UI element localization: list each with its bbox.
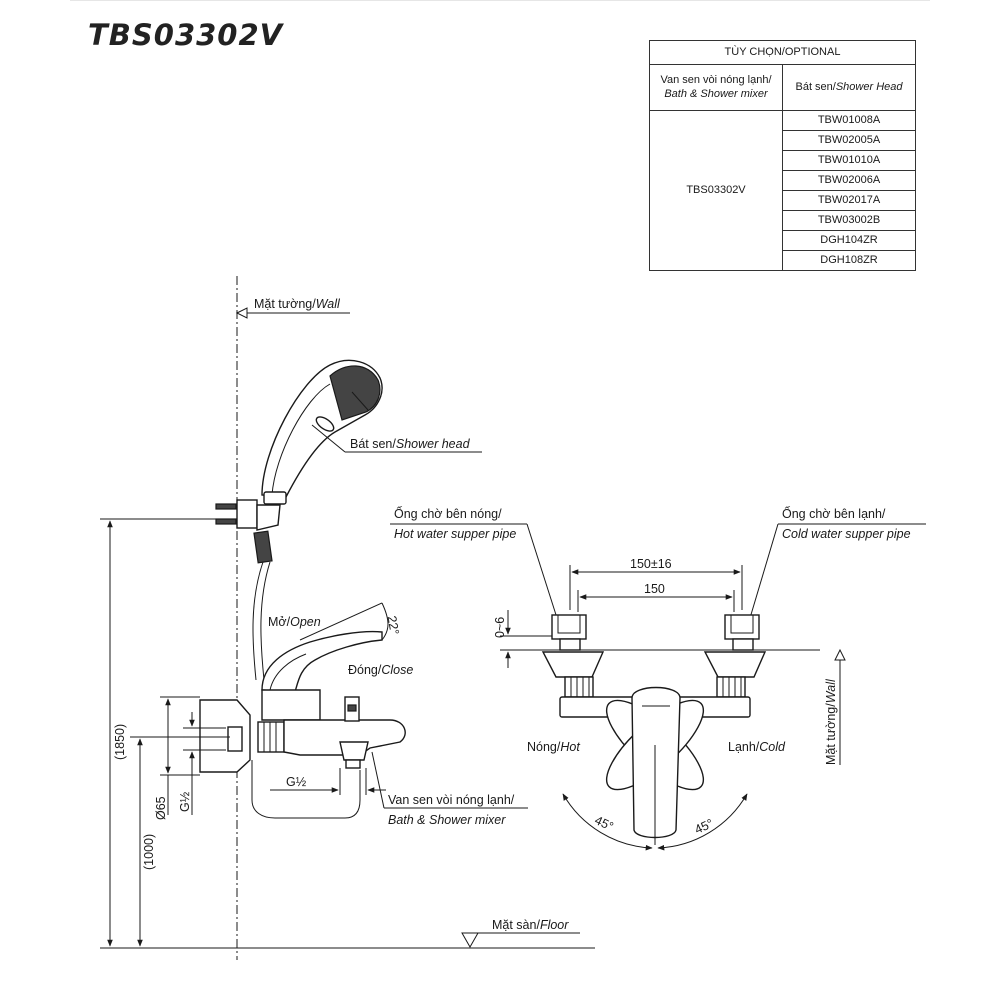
cold-pipe-label: Ống chờ bên lạnh/ Cold water supper pipe	[749, 506, 926, 619]
dim-0-6: 0~6	[493, 610, 820, 668]
hot-supply-pipe	[551, 614, 587, 651]
hot-nut	[564, 676, 594, 698]
cold-nut	[716, 676, 746, 698]
cold-escutcheon	[703, 651, 767, 678]
dim-d65: Ø65	[154, 696, 200, 820]
svg-text:Ø65: Ø65	[154, 796, 168, 820]
dim-150-tol: 150±16	[569, 557, 743, 610]
svg-text:Ống chờ bên lạnh/: Ống chờ bên lạnh/	[782, 506, 886, 521]
dim-g12-horizontal: G½	[270, 768, 386, 795]
svg-text:45°: 45°	[692, 816, 715, 837]
shower-head-model: DGH108ZR	[782, 250, 916, 271]
dim-1000: (1000)	[130, 736, 230, 947]
shower-head-model: TBW02017A	[782, 190, 916, 211]
svg-text:Mặt sàn/Floor: Mặt sàn/Floor	[492, 918, 569, 932]
svg-text:G½: G½	[178, 791, 192, 812]
open-label: Mở/Open	[268, 615, 321, 629]
shower-head-model: TBW02006A	[782, 170, 916, 191]
svg-text:Mặt tường/Wall: Mặt tường/Wall	[254, 297, 341, 311]
svg-text:Mặt tường/Wall: Mặt tường/Wall	[824, 678, 838, 765]
svg-text:150±16: 150±16	[630, 557, 672, 571]
lever-handle: 22° Mở/Open Đóng/Close	[261, 602, 413, 693]
shower-head-model: TBW03002B	[782, 210, 916, 231]
wall-label: Mặt tường/Wall	[235, 297, 350, 319]
dim-g12-vertical: G½	[178, 712, 226, 815]
svg-text:22°: 22°	[385, 615, 402, 636]
hot-escutcheon	[541, 651, 605, 678]
svg-text:(1850): (1850)	[113, 724, 127, 760]
dim-150: 150	[577, 582, 735, 612]
shower-head	[215, 359, 383, 681]
hot-label: Nóng/Hot	[527, 740, 580, 754]
svg-text:Van sen vòi nóng lạnh/: Van sen vòi nóng lạnh/	[388, 793, 515, 807]
top-divider	[70, 0, 930, 1]
shower-head-label: Bát sen/Shower head	[311, 424, 482, 453]
mixer-model-cell: TBS03302V	[649, 110, 783, 271]
mixer-label: Van sen vòi nóng lạnh/ Bath & Shower mix…	[371, 751, 528, 827]
svg-text:0~6: 0~6	[493, 617, 507, 638]
model-title: TBS03302V	[88, 18, 284, 52]
svg-text:(1000): (1000)	[142, 834, 156, 870]
mixer-body	[199, 689, 406, 819]
front-wall-label: Mặt tường/Wall	[824, 648, 846, 765]
angle-arcs: 45° 45°	[562, 745, 748, 851]
shower-head-column-header: Bát sen/Shower Head	[782, 64, 916, 111]
side-view: Mặt tường/Wall Bát sen/Shower head	[100, 276, 595, 960]
svg-text:Bát sen/Shower head: Bát sen/Shower head	[350, 437, 471, 451]
svg-text:Ống chờ bên nóng/: Ống chờ bên nóng/	[394, 506, 502, 521]
svg-text:45°: 45°	[592, 813, 615, 834]
svg-text:Cold water supper pipe: Cold water supper pipe	[782, 527, 911, 541]
close-label: Đóng/Close	[348, 663, 413, 677]
cold-supply-pipe	[724, 614, 760, 651]
options-table: TÙY CHỌN/OPTIONAL Van sen vòi nóng lạnh/…	[649, 40, 916, 271]
svg-text:150: 150	[644, 582, 665, 596]
svg-text:G½: G½	[286, 775, 307, 789]
svg-text:Bath & Shower mixer: Bath & Shower mixer	[388, 813, 506, 827]
floor: Mặt sàn/Floor	[100, 918, 595, 949]
cold-label: Lạnh/Cold	[728, 740, 786, 754]
hot-pipe-label: Ống chờ bên nóng/ Hot water supper pipe	[390, 506, 558, 619]
front-view: Ống chờ bên nóng/ Hot water supper pipe …	[390, 506, 926, 851]
svg-text:Hot water supper pipe: Hot water supper pipe	[394, 527, 516, 541]
shower-head-model: TBW02005A	[782, 130, 916, 151]
